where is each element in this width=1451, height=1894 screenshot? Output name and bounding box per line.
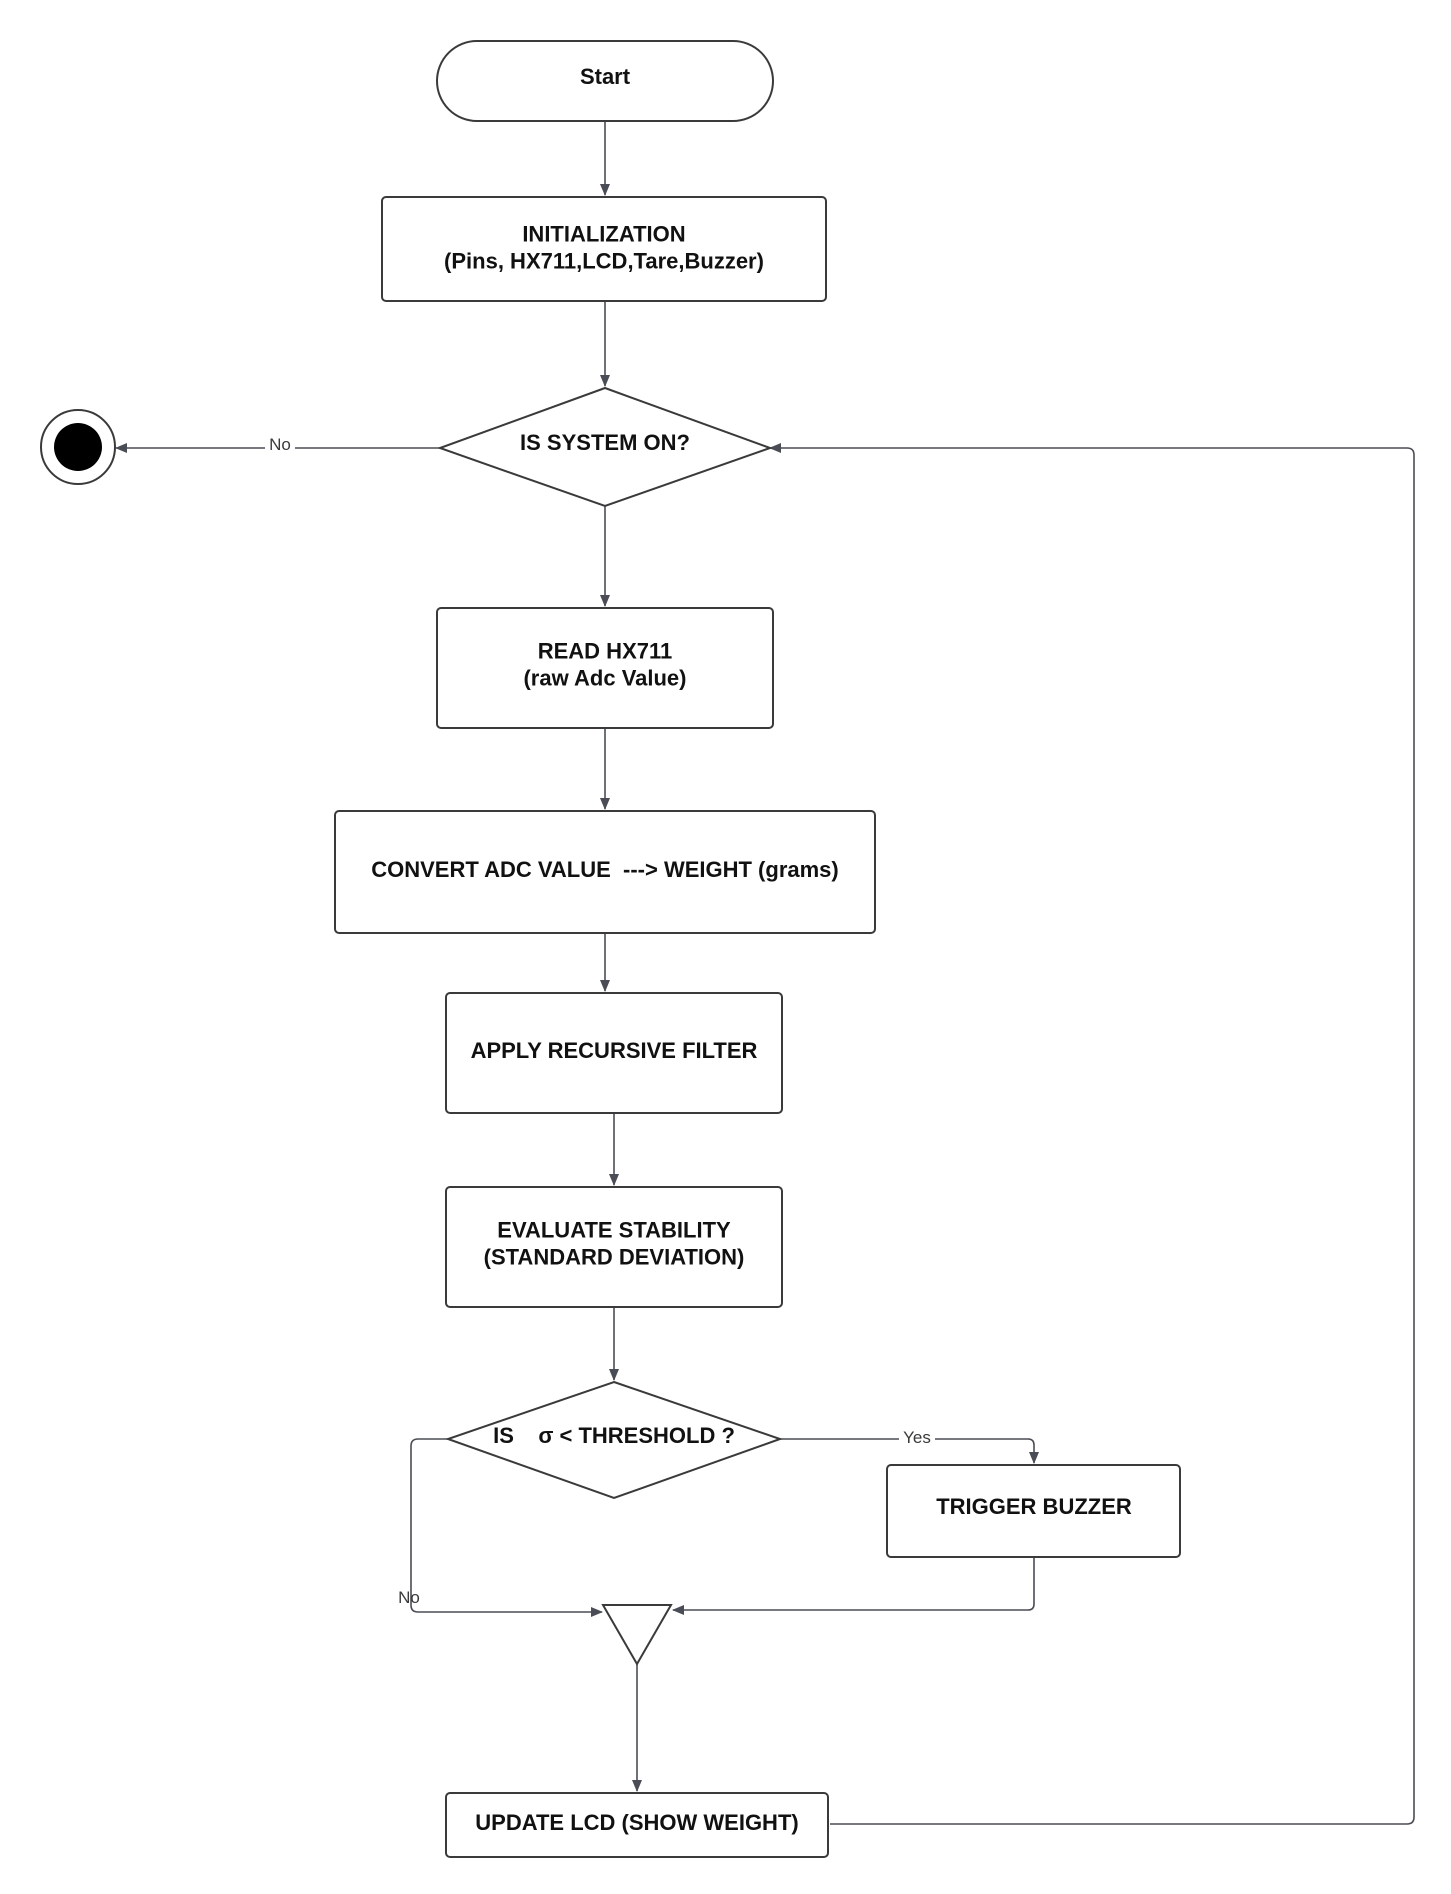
start-terminal: Start — [436, 40, 774, 122]
node-label-line: (raw Adc Value) — [523, 665, 686, 690]
edge-threshold-no-to-merge — [410, 1438, 603, 1617]
node-label-buzzer: TRIGGER BUZZER — [936, 1494, 1132, 1519]
node-label-line: (STANDARD DEVIATION) — [484, 1244, 745, 1269]
read-hx711-box: READ HX711(raw Adc Value) — [436, 607, 774, 729]
system-on-decision: IS SYSTEM ON? — [437, 386, 773, 508]
edge-threshold-yes-to-buzzer — [780, 1438, 1039, 1464]
node-label-line: Start — [580, 64, 631, 89]
edge-label-yes-threshold: Yes — [903, 1428, 931, 1447]
node-label-line: IS SYSTEM ON? — [520, 430, 690, 455]
node-label-read: READ HX711(raw Adc Value) — [523, 638, 686, 690]
node-label-line: APPLY RECURSIVE FILTER — [471, 1038, 758, 1063]
node-label-system-on: IS SYSTEM ON? — [520, 430, 690, 455]
node-label-line: (Pins, HX711,LCD,Tare,Buzzer) — [444, 248, 764, 273]
node-label-threshold: IS σ < THRESHOLD ? — [493, 1423, 735, 1448]
edge-labels: No Yes No — [265, 435, 935, 1607]
node-label-line: UPDATE LCD (SHOW WEIGHT) — [475, 1810, 798, 1835]
edge-buzzer-to-merge — [672, 1557, 1035, 1615]
update-lcd-box: UPDATE LCD (SHOW WEIGHT) — [445, 1792, 829, 1858]
edges — [115, 122, 1415, 1825]
end-terminal — [40, 409, 116, 485]
stability-box: EVALUATE STABILITY(STANDARD DEVIATION) — [445, 1186, 783, 1308]
node-label-init: INITIALIZATION(Pins, HX711,LCD,Tare,Buzz… — [444, 221, 764, 273]
edge-label-no-system-off: No — [269, 435, 291, 454]
node-label-line: READ HX711 — [538, 638, 673, 663]
end-dot — [54, 423, 102, 471]
initialization-box: INITIALIZATION(Pins, HX711,LCD,Tare,Buzz… — [381, 196, 827, 302]
edge-label-no-threshold: No — [398, 1588, 420, 1607]
node-label-update-lcd: UPDATE LCD (SHOW WEIGHT) — [475, 1810, 798, 1835]
node-label-start: Start — [580, 64, 631, 89]
node-label-convert: CONVERT ADC VALUE ---> WEIGHT (grams) — [371, 857, 839, 882]
node-label-line: TRIGGER BUZZER — [936, 1494, 1132, 1519]
node-label-line: IS σ < THRESHOLD ? — [493, 1423, 735, 1448]
trigger-buzzer-box: TRIGGER BUZZER — [886, 1464, 1181, 1558]
node-label-line: INITIALIZATION — [522, 221, 685, 246]
node-label-line: EVALUATE STABILITY — [497, 1217, 731, 1242]
threshold-decision: IS σ < THRESHOLD ? — [444, 1380, 784, 1500]
merge-node — [601, 1604, 673, 1667]
edge-update-lcd-loop-to-system-on — [769, 443, 1415, 1825]
filter-box: APPLY RECURSIVE FILTER — [445, 992, 783, 1114]
node-label-stability: EVALUATE STABILITY(STANDARD DEVIATION) — [484, 1217, 745, 1269]
convert-box: CONVERT ADC VALUE ---> WEIGHT (grams) — [334, 810, 876, 934]
node-label-line: CONVERT ADC VALUE ---> WEIGHT (grams) — [371, 857, 839, 882]
node-label-filter: APPLY RECURSIVE FILTER — [471, 1038, 758, 1063]
